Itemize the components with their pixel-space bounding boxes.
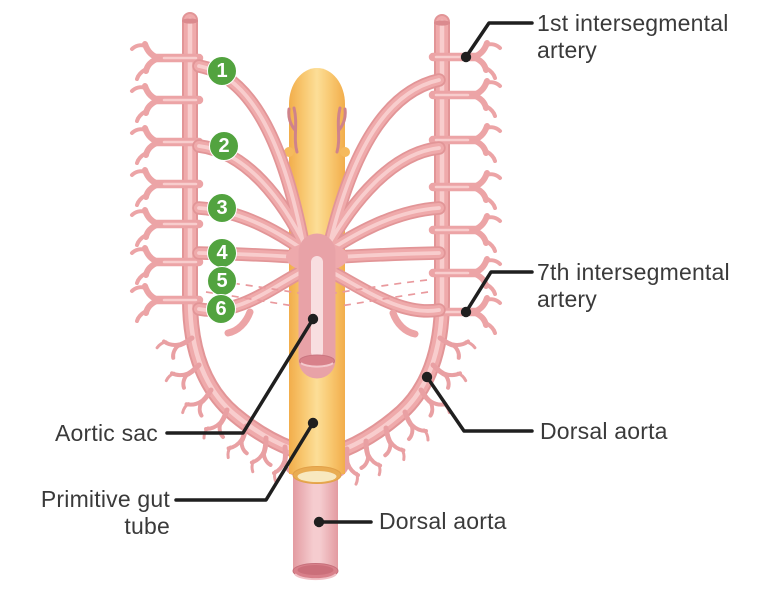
gut-tube-sprouts [287,106,347,154]
label-1st-intersegmental-artery: 1st intersegmental artery [537,10,729,63]
fifth-arch-dashed [205,279,429,307]
label-dorsal-aorta-bottom: Dorsal aorta [379,508,507,534]
label-aortic-sac: Aortic sac [55,420,158,446]
arch-marker-1: 1 [207,56,237,86]
gut-tube-bud-left [284,147,294,157]
arch-marker-3: 3 [207,193,237,223]
label-7th-intersegmental-artery: 7th intersegmental artery [537,259,730,312]
label-dorsal-aorta-right: Dorsal aorta [540,418,668,444]
pulmonary-sprouts [224,308,419,338]
arch-marker-5: 5 [207,266,237,296]
gut-tube-bud-right [340,147,350,157]
dorsal-aortae [182,18,450,449]
arch-marker-2: 2 [209,131,239,161]
dorsal-aorta-bottom-tube [292,452,339,581]
leader-lines [165,21,534,528]
left-aorta-cut-end [182,18,198,24]
aortic-sac [286,233,348,379]
right-aorta-cut-end [434,20,450,26]
aortic-arches [199,66,439,338]
arch-marker-6: 6 [206,294,236,324]
arch-marker-4: 4 [207,238,237,268]
label-primitive-gut-tube: Primitive gut tube [40,486,170,539]
